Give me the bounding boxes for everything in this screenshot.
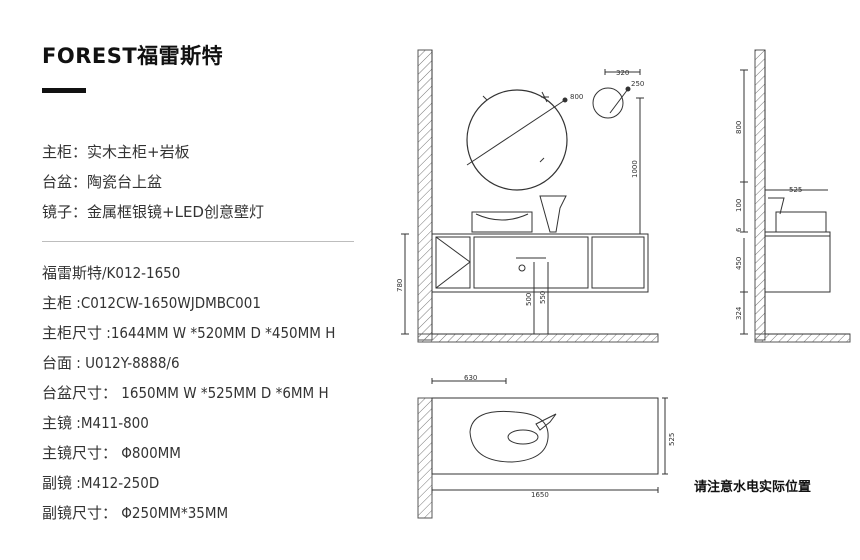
material-label: 主柜： — [42, 143, 88, 161]
side-dimension-labels: 525 800 100 6 450 324 — [735, 121, 802, 320]
dim-cabinet-height: 780 — [396, 279, 404, 292]
material-row-cabinet: 主柜：实木主柜+岩板 — [42, 141, 190, 162]
material-row-mirror: 镜子：金属框银镜+LED创意壁灯 — [42, 201, 264, 222]
side-wall-hatch — [754, 49, 766, 341]
product-title: FOREST福雷斯特 — [42, 44, 224, 68]
front-floor-hatch — [417, 333, 659, 343]
plan-counter — [431, 397, 659, 475]
detail-main-mirror-code: 主镜 :M411-800 — [42, 414, 149, 432]
vessel-basin — [471, 211, 533, 233]
dim-plan-depth: 525 — [668, 433, 676, 446]
dim-mirror-offset: 320 — [616, 69, 629, 77]
dim-side-floor: 324 — [735, 306, 743, 320]
detail-sub-mirror-size: 副镜尺寸： Φ250MM*35MM — [42, 504, 229, 522]
side-floor-hatch — [754, 333, 851, 343]
dim-side-mirror: 800 — [735, 121, 743, 134]
detail-cabinet-code: 主柜 :C012CW-1650WJDMBC001 — [42, 294, 261, 312]
plan-wall-hatch — [417, 397, 433, 519]
material-label: 台盆： — [42, 173, 88, 191]
plan-basin — [469, 410, 549, 463]
detail-model: 福雷斯特/K012-1650 — [42, 264, 181, 282]
dim-mirror-main: 800 — [570, 93, 583, 101]
faucet — [539, 195, 567, 233]
dim-side-slab: 6 — [735, 227, 743, 232]
front-dimension-labels: 800 250 320 1000 780 500 550 — [396, 69, 644, 306]
dim-drain-b: 550 — [539, 291, 547, 304]
small-mirror-shape — [592, 87, 624, 119]
detail-main-mirror-size: 主镜尺寸： Φ800MM — [42, 444, 181, 462]
front-wall-hatch — [417, 49, 433, 341]
detail-basin-size: 台盆尺寸： 1650MM W *525MM D *6MM H — [42, 384, 329, 402]
dim-side-depth: 525 — [789, 186, 802, 194]
title-underline — [42, 88, 86, 93]
side-cabinet — [764, 231, 831, 293]
dim-side-top: 100 — [735, 199, 743, 212]
dim-side-cabinet: 450 — [735, 257, 743, 270]
dim-drain-a: 500 — [525, 293, 533, 306]
plan-view — [417, 378, 668, 519]
cabinet-body — [431, 233, 649, 293]
material-value: 金属框银镜+LED创意壁灯 — [87, 203, 264, 221]
front-elevation — [401, 49, 659, 343]
detail-countertop-code: 台面 : U012Y-8888/6 — [42, 354, 180, 372]
dim-mirror-small: 250 — [631, 80, 644, 88]
detail-sub-mirror-code: 副镜 :M412-250D — [42, 474, 160, 492]
section-divider — [42, 241, 354, 242]
side-elevation — [740, 49, 851, 343]
material-row-basin: 台盆：陶瓷台上盆 — [42, 171, 162, 192]
detail-cabinet-size: 主柜尺寸 :1644MM W *520MM D *450MM H — [42, 324, 336, 342]
material-value: 实木主柜+岩板 — [87, 143, 190, 161]
dim-mirror-height: 1000 — [631, 160, 639, 178]
main-mirror-shape — [466, 89, 568, 191]
dim-plan-total: 1650 — [531, 491, 549, 499]
installation-note: 请注意水电实际位置 — [694, 480, 812, 495]
plan-dimension-labels: 630 525 1650 — [464, 374, 676, 499]
material-value: 陶瓷台上盆 — [87, 173, 163, 191]
dim-plan-width: 630 — [464, 374, 477, 382]
material-label: 镜子： — [42, 203, 88, 221]
mirror-dim-line — [466, 99, 566, 166]
